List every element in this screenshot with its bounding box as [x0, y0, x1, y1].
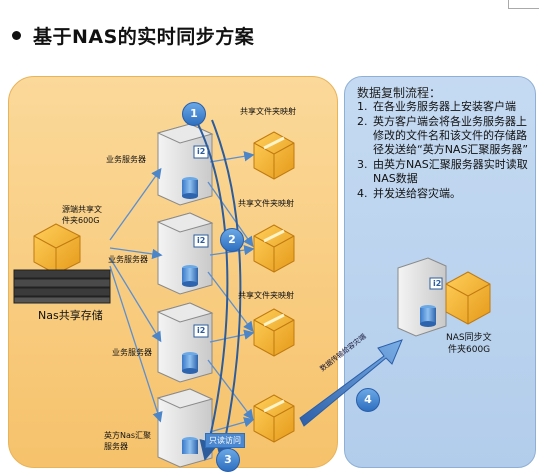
share-map-label-3: 共享文件夹映射 [238, 291, 294, 300]
server-icon [156, 302, 214, 383]
aggregation-server-icon [156, 388, 214, 468]
nas-storage-icon [13, 223, 111, 304]
i2-badge: i2 [197, 326, 206, 335]
bullet-icon [12, 31, 21, 40]
share-map-label-2: 共享文件夹映射 [238, 199, 294, 208]
i2-badge: i2 [433, 279, 442, 288]
share-folder-box-icon [253, 224, 295, 273]
title-text: 基于NAS的实时同步方案 [33, 26, 255, 48]
share-folder-box-icon [253, 131, 295, 180]
biz-server-label-1: 业务服务器 [106, 155, 146, 164]
flow-step: 4. 并发送给容灾端。 [357, 187, 529, 201]
source-share-label-2: 件夹600G [62, 216, 100, 225]
biz-server-label-3: 业务服务器 [112, 348, 152, 357]
step-text: 英方客户端会将各业务服务器上修改的文件名和该文件的存储路径发送给“英方NAS汇聚… [373, 115, 529, 156]
biz-server-label-2: 业务服务器 [108, 255, 148, 264]
flow-steps: 1. 在各业务服务器上安装客户端 2. 英方客户端会将各业务服务器上修改的文件名和该… [357, 100, 529, 202]
step-number: 2. [357, 115, 368, 128]
i2-badge: i2 [197, 236, 206, 245]
step-number: 1. [357, 100, 368, 113]
step-marker-3: 3 [216, 448, 240, 472]
nas-sync-label-2: 件夹600G [448, 345, 491, 355]
step-marker-1: 1 [182, 102, 206, 126]
flow-step: 3. 由英方NAS汇聚服务器实时读取NAS数据 [357, 158, 529, 186]
nas-storage-label: Nas共享存储 [38, 309, 103, 322]
read-only-label: 只读访问 [205, 433, 245, 448]
nas-sync-label-1: NAS同步文 [446, 333, 492, 343]
step-marker-4: 4 [356, 388, 380, 412]
nas-sync-icon [397, 257, 491, 337]
i2-badge: i2 [197, 147, 206, 156]
curved-arrow [195, 119, 242, 461]
page-title: 基于NAS的实时同步方案 [12, 22, 254, 49]
step-number: 4. [357, 187, 368, 200]
agg-server-label-2: 服务器 [104, 442, 128, 451]
server-icon [156, 212, 214, 295]
server-icon [156, 123, 214, 206]
step-text: 在各业务服务器上安装客户端 [373, 100, 516, 113]
share-map-label-1: 共享文件夹映射 [240, 107, 296, 116]
step-marker-2: 2 [220, 228, 244, 252]
corner-divider [508, 0, 539, 9]
step-text: 并发送给容灾端。 [373, 187, 461, 200]
flow-heading: 数据复制流程： [357, 86, 442, 100]
data-flow-arrows [109, 151, 255, 433]
step-text: 由英方NAS汇聚服务器实时读取NAS数据 [373, 158, 528, 185]
step-number: 3. [357, 158, 368, 171]
flow-step: 1. 在各业务服务器上安装客户端 [357, 100, 529, 114]
share-folder-box-icon [253, 308, 295, 357]
share-folder-box-icon [253, 394, 295, 443]
replication-arrow [299, 339, 403, 427]
source-share-label-1: 源端共享文 [62, 205, 102, 214]
flow-step: 2. 英方客户端会将各业务服务器上修改的文件名和该文件的存储路径发送给“英方NAS… [357, 115, 529, 157]
agg-server-label-1: 英方Nas汇聚 [104, 431, 152, 440]
